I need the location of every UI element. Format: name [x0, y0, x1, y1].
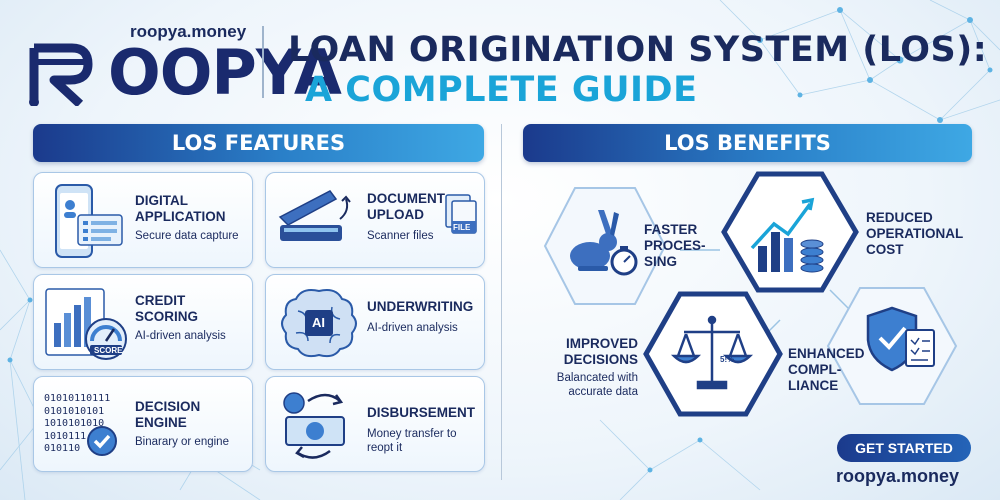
- brand-url: roopya.money: [130, 22, 247, 41]
- scanner-icon: [278, 190, 351, 241]
- page-title-line1: LOAN ORIGINATION SYSTEM (LOS):: [288, 30, 988, 70]
- header-divider: [262, 26, 264, 98]
- feature-title: DIGITAL APPLICATION: [135, 193, 226, 224]
- ai-chip-label: AI: [312, 315, 325, 330]
- feature-subtitle: Secure data capture: [135, 230, 239, 242]
- brand-logo[interactable]: roopya.money OOPYA: [28, 18, 342, 109]
- phone-form-icon: [55, 184, 123, 258]
- feature-title: DOCUMENT UPLOAD: [367, 191, 445, 222]
- check-circle-icon: [87, 426, 117, 456]
- money-transfer-icon: [283, 392, 345, 459]
- features-banner: LOS FEATURES: [33, 124, 484, 162]
- feature-subtitle: AI-driven analysis: [367, 322, 458, 334]
- benefits-hex-diagram: [543, 171, 958, 417]
- score-badge: SCORE: [94, 346, 123, 355]
- get-started-button[interactable]: GET STARTED: [837, 434, 971, 462]
- feature-card-decision-engine[interactable]: 01010110111 0101010101 1010101010 101011…: [33, 376, 253, 472]
- feature-subtitle: Scanner files: [367, 230, 434, 242]
- score-gauge-icon: [45, 288, 127, 360]
- rabbit-stopwatch-icon: [570, 210, 638, 276]
- feature-subtitle: Binarary or engine: [135, 436, 229, 448]
- shield-checklist-icon: [866, 306, 935, 372]
- section-divider: [501, 124, 502, 480]
- feature-title: UNDERWRITING: [367, 299, 474, 314]
- feature-title: DISBURSEMENT: [367, 405, 476, 420]
- feature-subtitle: Money transfer to reopt it: [367, 428, 457, 454]
- page-title-line2: A COMPLETE GUIDE: [305, 70, 698, 110]
- scales-badge: 5!%: [720, 355, 735, 364]
- benefit-title-compliance: ENHANCED COMPL- LIANCE: [788, 346, 865, 393]
- footer-url[interactable]: roopya.money: [836, 466, 960, 486]
- benefit-title-cost: REDUCED OPERATIONAL COST: [866, 210, 964, 257]
- scales-icon: [670, 315, 754, 390]
- feature-card-document-upload[interactable]: DOCUMENT UPLOAD Scanner files FILE: [265, 172, 485, 268]
- feature-card-underwriting[interactable]: AI UNDERWRITING AI-driven analysis: [265, 274, 485, 370]
- rupee-r-logo-icon: [29, 43, 93, 106]
- binary-digits: 01010110111 0101010101 1010101010 101011…: [44, 393, 111, 454]
- feature-title: CREDIT SCORING: [135, 293, 199, 324]
- ai-brain-icon: [281, 289, 357, 358]
- benefits-banner: LOS BENEFITS: [523, 124, 972, 162]
- feature-card-credit-scoring[interactable]: SCORE CREDIT SCORING AI-driven analysis: [33, 274, 253, 370]
- benefit-title-decisions: IMPROVED DECISIONS: [563, 336, 638, 367]
- benefit-title-faster: FASTER PROCES- SING: [644, 222, 706, 269]
- feature-card-digital-application[interactable]: DIGITAL APPLICATION Secure data capture: [33, 172, 253, 268]
- benefit-subtitle-decisions: Balancated with accurate data: [556, 372, 638, 398]
- brand-wordmark: OOPYA: [108, 36, 342, 109]
- file-stack-icon: [445, 194, 477, 234]
- feature-card-disbursement[interactable]: DISBURSEMENT Money transfer to reopt it: [265, 376, 485, 472]
- file-badge: FILE: [453, 223, 471, 232]
- coins-growth-icon: [750, 197, 824, 273]
- feature-title: DECISION ENGINE: [135, 399, 201, 430]
- feature-subtitle: AI-driven analysis: [135, 330, 226, 342]
